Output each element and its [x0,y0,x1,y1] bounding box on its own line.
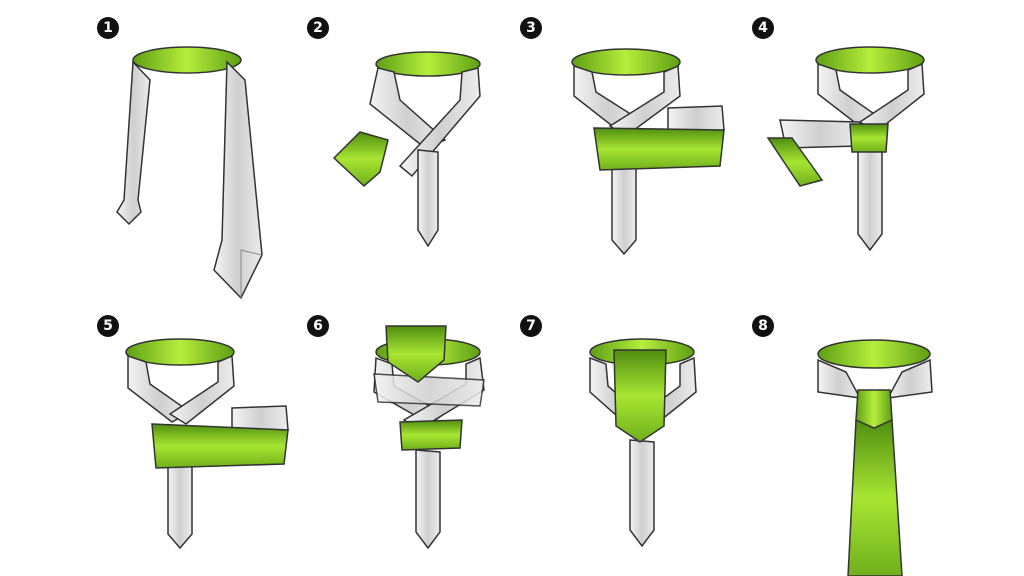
step-2: 2 [0,0,512,300]
step-4-illustration [766,46,925,252]
step-8: 8 [0,300,1024,576]
step-number-badge: 7 [520,315,542,337]
step-number-badge: 2 [307,17,329,39]
step-7-illustration [589,338,697,548]
step-6-illustration [373,325,485,550]
step-number-badge: 3 [520,17,542,39]
step-6: 6 [0,300,512,576]
step-1-illustration [116,46,263,300]
step-5: 5 [0,300,300,576]
step-3: 3 [0,0,768,300]
step-5-illustration [125,338,289,550]
step-number-badge: 6 [307,315,329,337]
step-3-illustration [571,48,725,256]
step-7: 7 [0,300,768,576]
step-1: 1 [0,0,263,300]
step-8-illustration [817,339,933,576]
step-number-badge: 8 [752,315,774,337]
step-number-badge: 4 [752,17,774,39]
step-2-illustration [332,51,481,248]
step-4: 4 [752,17,925,252]
step-number-badge: 1 [97,17,119,39]
step-number-badge: 5 [97,315,119,337]
